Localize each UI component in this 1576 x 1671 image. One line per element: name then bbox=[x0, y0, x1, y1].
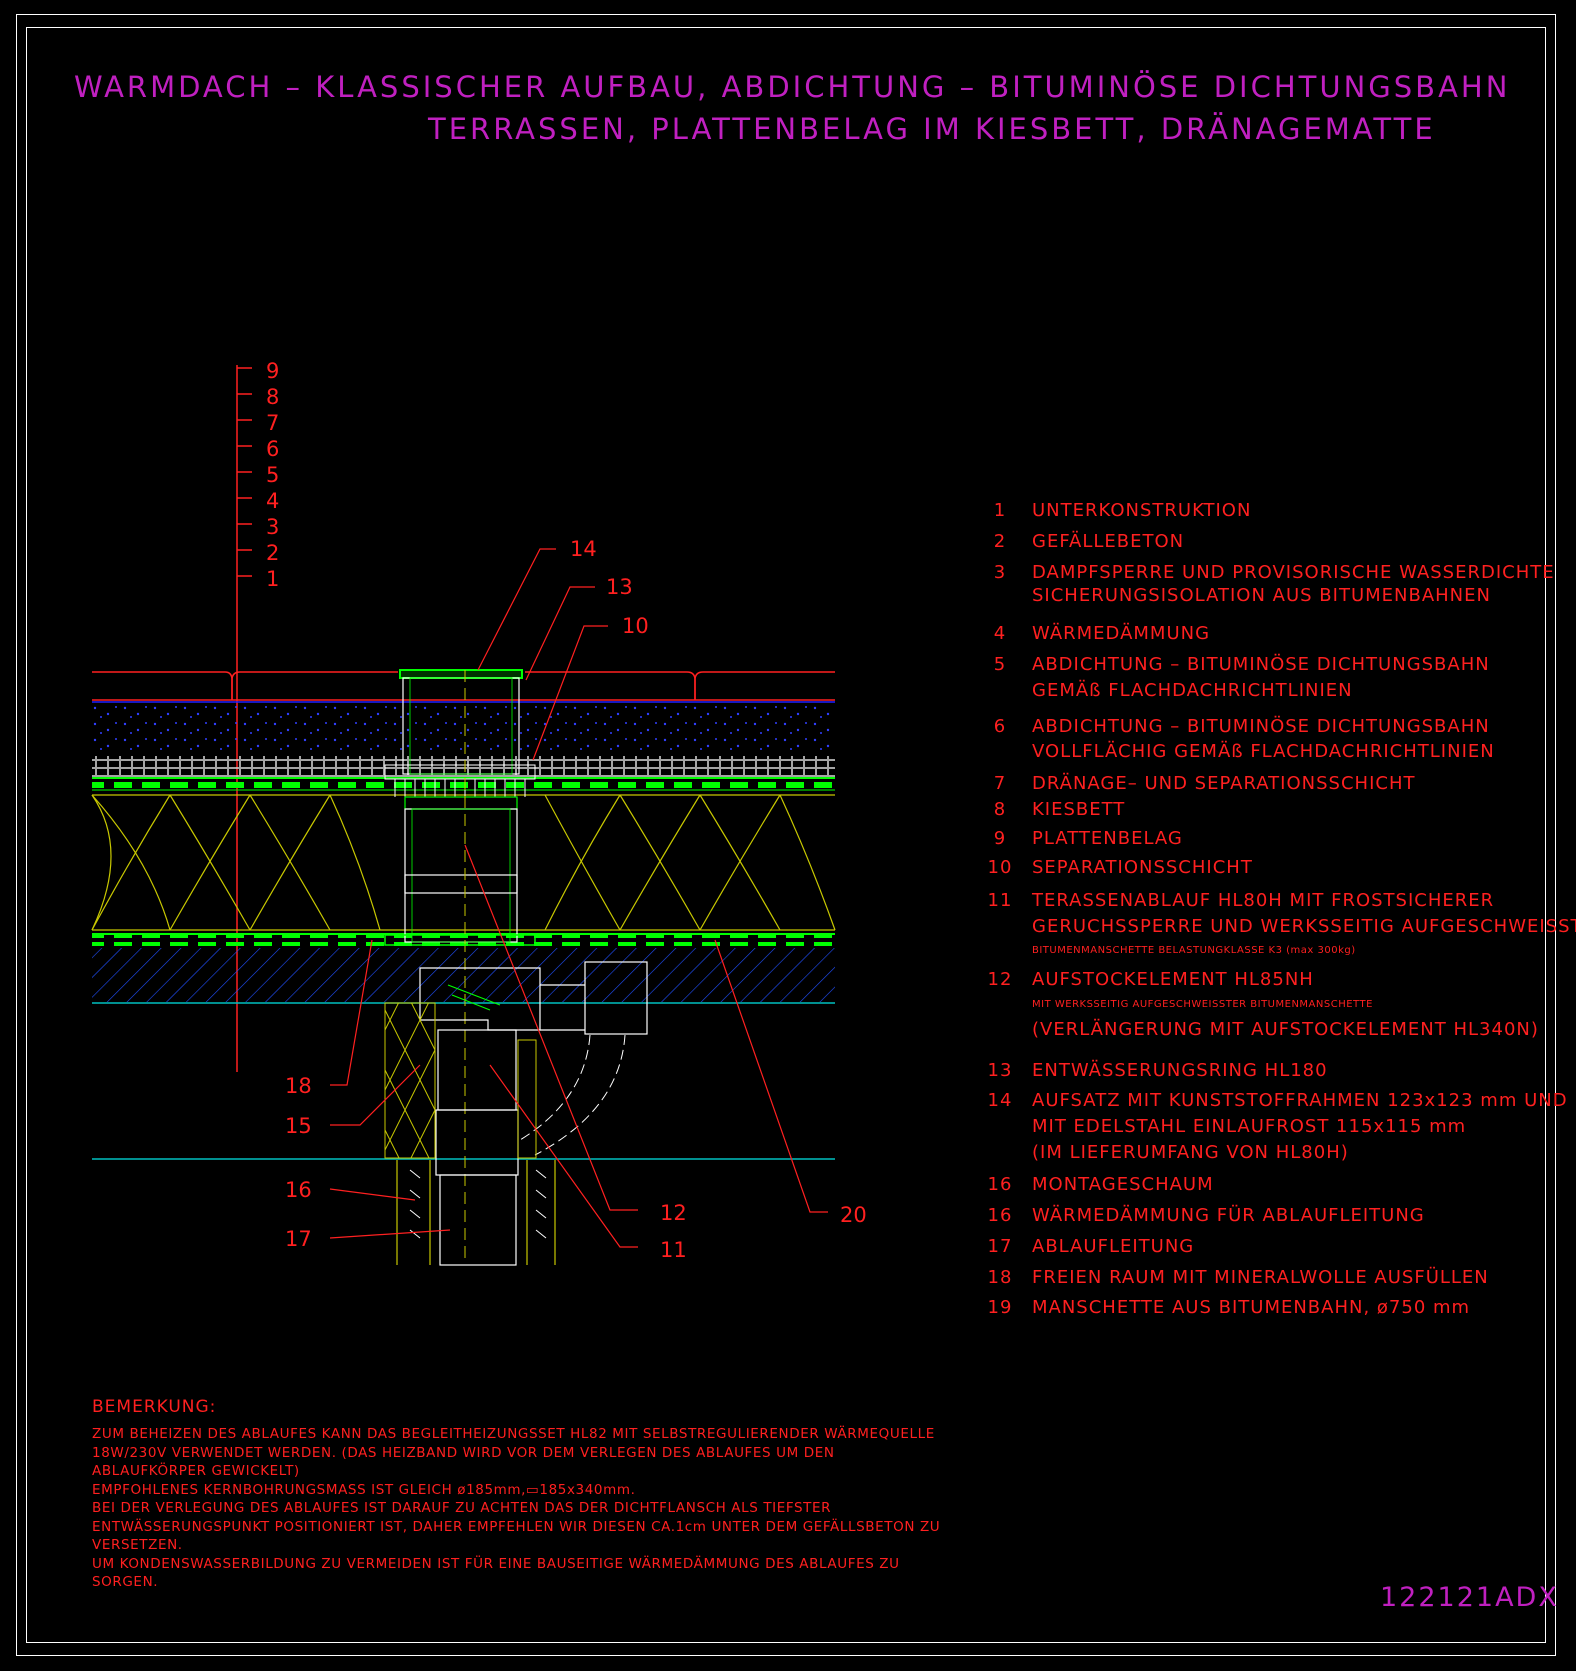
callout-14: 14 bbox=[570, 537, 597, 561]
callout-16: 16 bbox=[285, 1178, 312, 1202]
sloped-concrete bbox=[92, 948, 835, 1002]
remarks: BEMERKUNG: ZUM BEHEIZEN DES ABLAUFES KAN… bbox=[92, 1397, 940, 1592]
scale-2: 2 bbox=[266, 541, 279, 565]
remarks-line: ENTWÄSSERUNGSPUNKT POSITIONIERT IST, DAH… bbox=[92, 1518, 941, 1535]
callout-12: 12 bbox=[660, 1201, 687, 1225]
remarks-line: UM KONDENSWASSERBILDUNG ZU VERMEIDEN IST… bbox=[92, 1555, 900, 1572]
scale-8: 8 bbox=[266, 385, 279, 409]
scale-3: 3 bbox=[266, 515, 279, 539]
callout-11: 11 bbox=[660, 1238, 687, 1262]
callout-13: 13 bbox=[606, 575, 633, 599]
callout-15: 15 bbox=[285, 1114, 312, 1138]
drawing-frame-outer bbox=[16, 14, 1556, 1656]
remarks-heading: BEMERKUNG: bbox=[92, 1397, 217, 1417]
terrace-drain bbox=[384, 669, 648, 1266]
scale-9: 9 bbox=[266, 359, 279, 383]
drainage-layer bbox=[92, 756, 835, 778]
callout-10: 10 bbox=[622, 614, 649, 638]
remarks-line: 18W/230V VERWENDET WERDEN. (DAS HEIZBAND… bbox=[92, 1444, 835, 1461]
thermal-insulation bbox=[91, 794, 836, 931]
remarks-line: VERSETZEN. bbox=[92, 1537, 183, 1553]
scale-7: 7 bbox=[266, 411, 279, 435]
callout-18: 18 bbox=[285, 1074, 312, 1098]
title-line-1: WARMDACH – KLASSISCHER AUFBAU, ABDICHTUN… bbox=[74, 70, 1511, 104]
scale-1: 1 bbox=[266, 567, 279, 591]
remarks-line: EMPFOHLENES KERNBOHRUNGSMASS IST GLEICH … bbox=[92, 1481, 636, 1498]
remarks-line: ZUM BEHEIZEN DES ABLAUFES KANN DAS BEGLE… bbox=[92, 1426, 935, 1442]
vapour-barrier bbox=[92, 934, 835, 946]
scale-5: 5 bbox=[266, 463, 279, 487]
drawing-frame-inner bbox=[26, 27, 1546, 1643]
drawing-code: 122121ADX bbox=[1380, 1582, 1559, 1613]
scale-6: 6 bbox=[266, 437, 279, 461]
title-line-2: TERRASSEN, PLATTENBELAG IM KIESBETT, DRÄ… bbox=[428, 112, 1436, 146]
callout-leaders bbox=[329, 548, 828, 1248]
roof-build-up bbox=[91, 671, 836, 1160]
gravel-bed bbox=[92, 702, 835, 752]
top-membrane bbox=[92, 778, 835, 790]
callout-17: 17 bbox=[285, 1227, 312, 1251]
scale-4: 4 bbox=[266, 489, 279, 513]
remarks-line: BEI DER VERLEGUNG DES ABLAUFES IST DARAU… bbox=[92, 1500, 832, 1516]
remarks-line: ABLAUFKÖRPER GEWICKELT) bbox=[92, 1463, 300, 1479]
remarks-line: SORGEN. bbox=[92, 1574, 159, 1590]
layer-scale: 9 8 7 6 5 4 3 2 1 bbox=[236, 359, 279, 1072]
paving-slabs bbox=[92, 671, 835, 701]
callout-20: 20 bbox=[840, 1203, 867, 1227]
